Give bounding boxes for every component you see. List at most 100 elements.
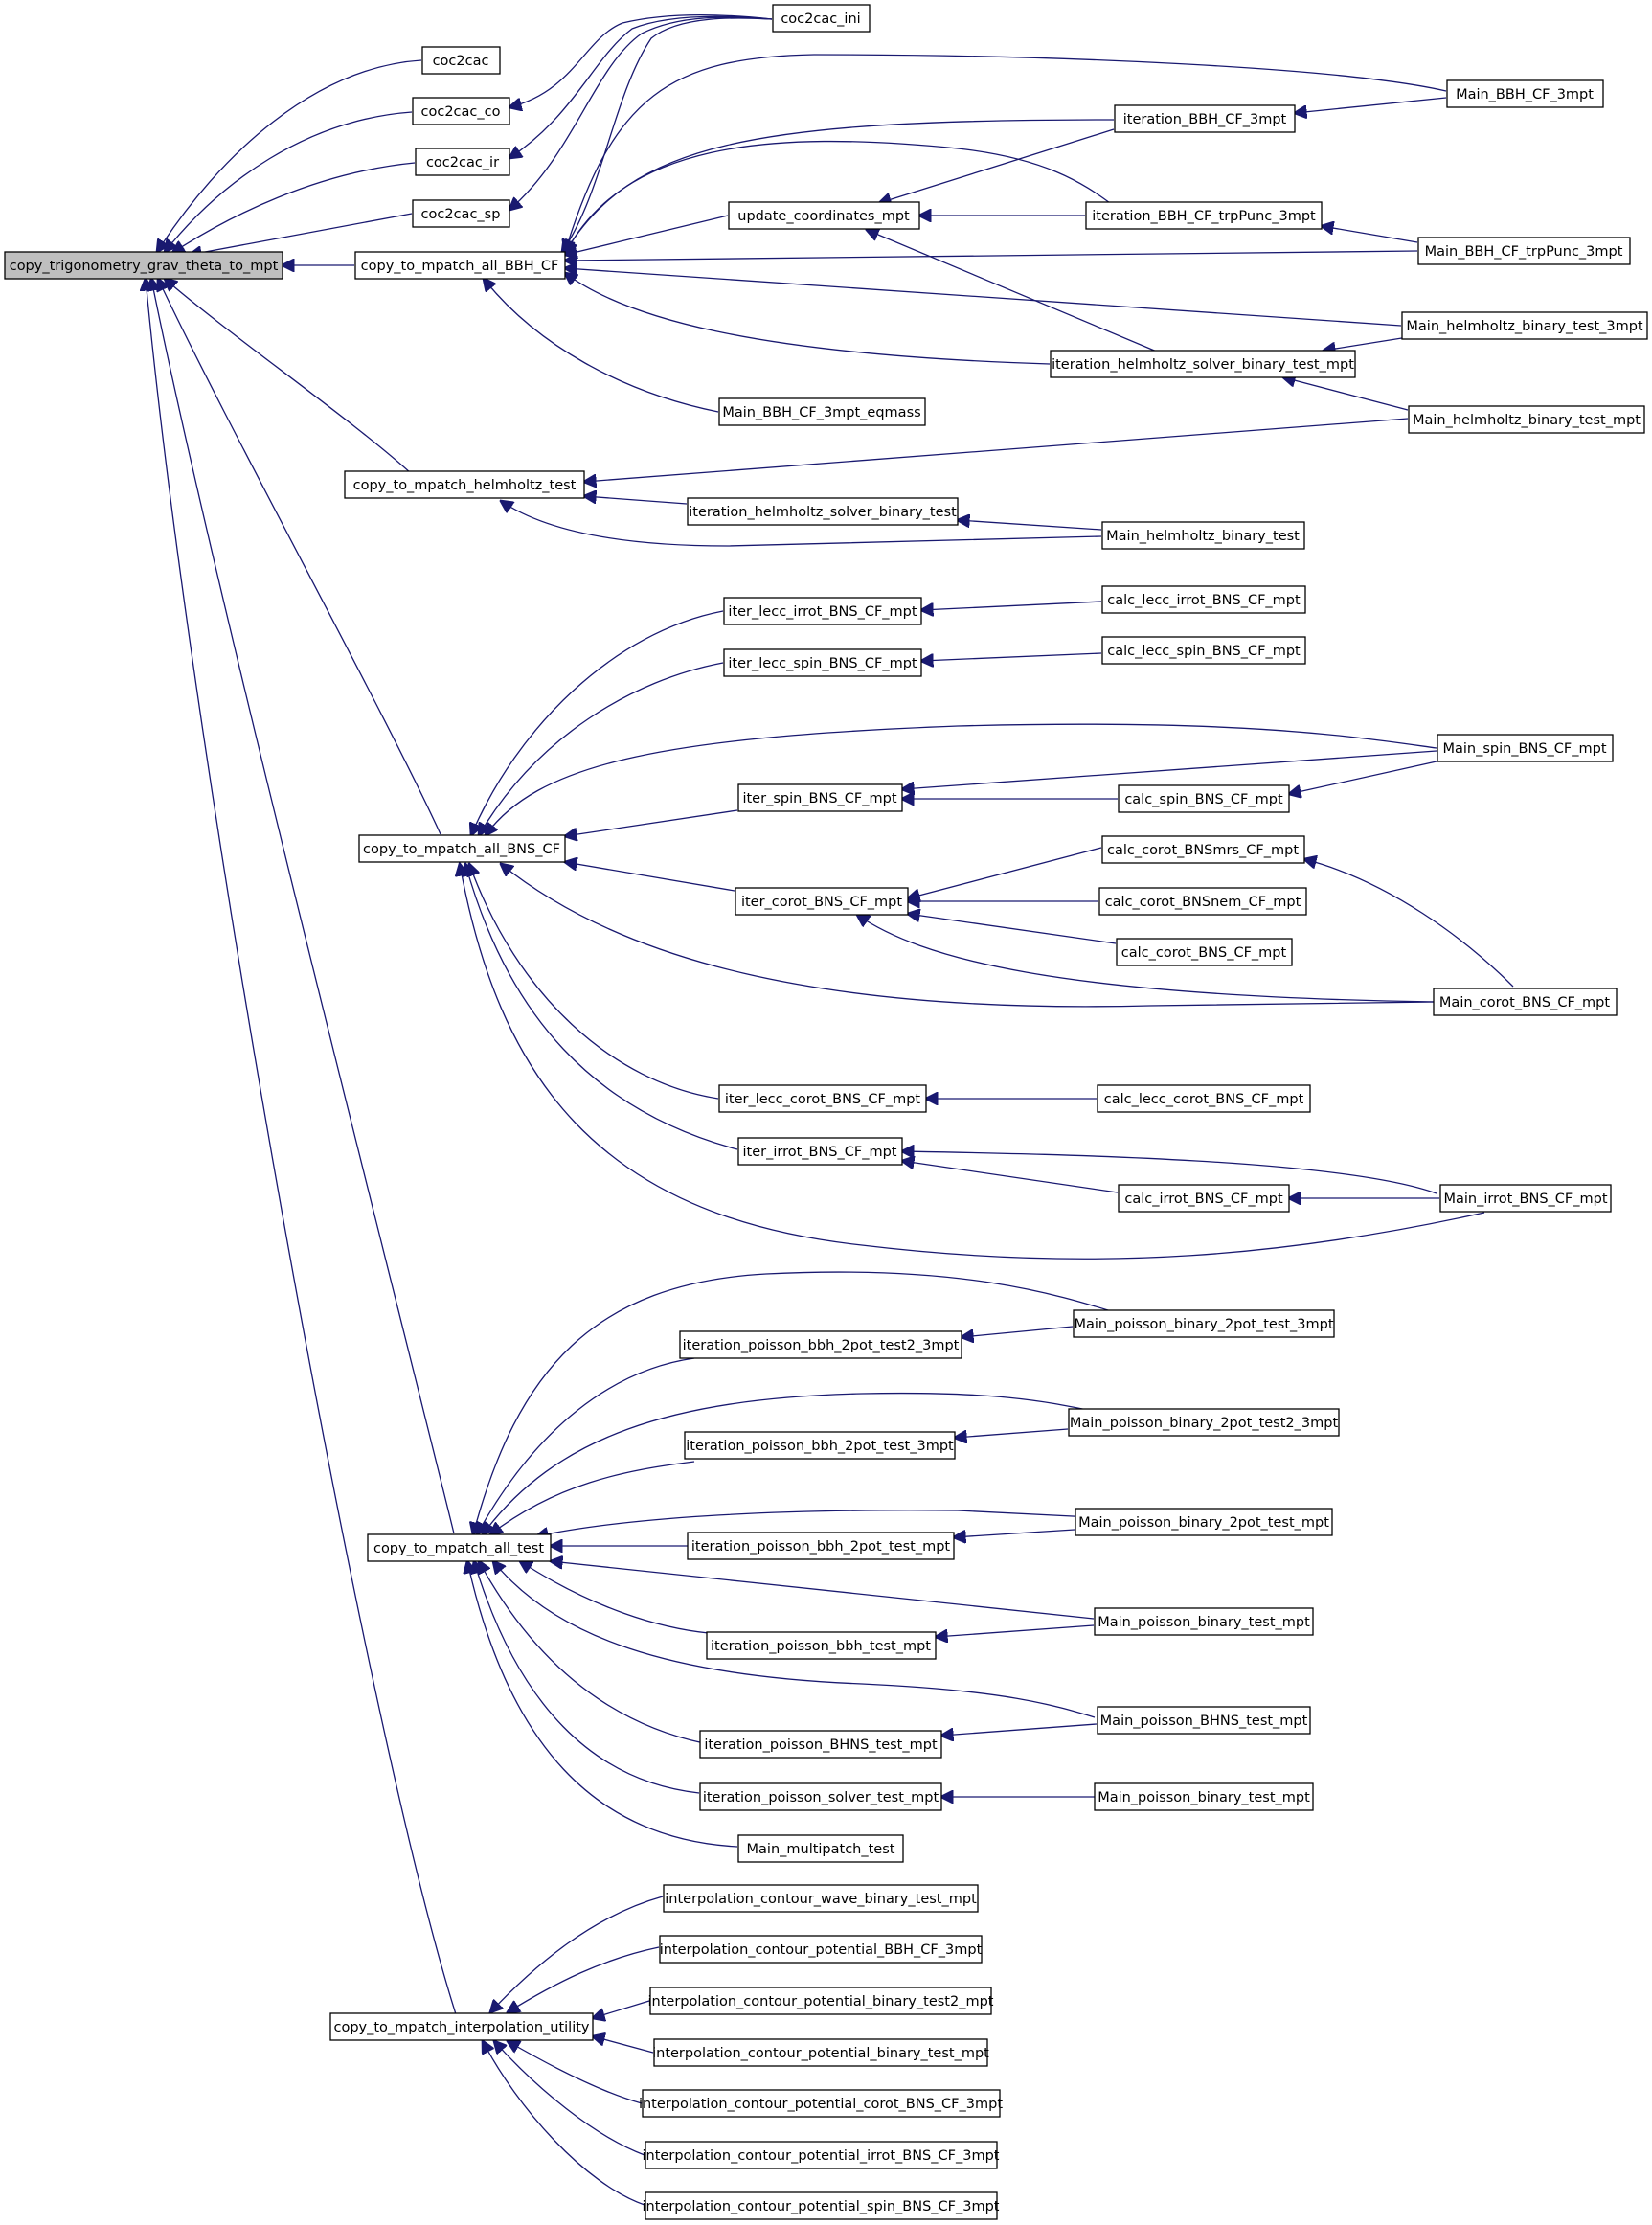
edge-mrs-maincorot bbox=[1304, 859, 1514, 988]
node-label: Main_poisson_binary_2pot_test2_3mpt bbox=[1070, 1416, 1339, 1431]
edge-mp-test bbox=[151, 279, 455, 1534]
node-mp-bin1[interactable]: Main_poisson_binary_test_mpt bbox=[1094, 1607, 1314, 1636]
edge-interp-wave bbox=[490, 1896, 664, 2012]
node-main-spin[interactable]: Main_spin_BNS_CF_mpt bbox=[1437, 734, 1614, 762]
node-main-irrot[interactable]: Main_irrot_BNS_CF_mpt bbox=[1439, 1184, 1612, 1213]
node-main-bbh-trp[interactable]: Main_BBH_CF_trpPunc_3mpt bbox=[1417, 237, 1631, 265]
node-mp-helm[interactable]: copy_to_mpatch_helmholtz_test bbox=[344, 470, 585, 499]
node-calc-lecc-irrot[interactable]: calc_lecc_irrot_BNS_CF_mpt bbox=[1101, 585, 1306, 614]
edge-calcspin-mainspin bbox=[1289, 761, 1437, 794]
node-main-helm3[interactable]: Main_helmholtz_binary_test_3mpt bbox=[1401, 311, 1648, 340]
node-calc-lecc-corot[interactable]: calc_lecc_corot_BNS_CF_mpt bbox=[1097, 1084, 1311, 1113]
node-label: iteration_BBH_CF_trpPunc_3mpt bbox=[1092, 209, 1316, 224]
node-iter-helm-mpt[interactable]: iteration_helmholtz_solver_binary_test_m… bbox=[1050, 350, 1356, 378]
node-coc2cac-co[interactable]: coc2cac_co bbox=[412, 97, 510, 125]
node-iter-bbh3[interactable]: iteration_BBH_CF_3mpt bbox=[1114, 104, 1296, 133]
node-ip-2pot-mpt[interactable]: iteration_poisson_bbh_2pot_test_mpt bbox=[687, 1532, 955, 1560]
node-label: Main_poisson_binary_2pot_test_mpt bbox=[1078, 1515, 1329, 1531]
node-iter-bbh-trp[interactable]: iteration_BBH_CF_trpPunc_3mpt bbox=[1085, 201, 1323, 230]
node-iter-irrot[interactable]: iter_irrot_BNS_CF_mpt bbox=[737, 1137, 903, 1166]
edge-ini-co bbox=[509, 13, 773, 107]
edge-interp-corot bbox=[508, 2041, 643, 2104]
node-ic-corot[interactable]: interpolation_contour_potential_corot_BN… bbox=[639, 2089, 1003, 2118]
node-mp-bbh[interactable]: copy_to_mpatch_all_BBH_CF bbox=[354, 251, 566, 280]
node-ic-bin2[interactable]: interpolation_contour_potential_binary_t… bbox=[648, 1987, 994, 2015]
edge-test-multipatch bbox=[467, 1561, 738, 1848]
node-coc2cac[interactable]: coc2cac bbox=[421, 46, 501, 75]
node-ic-wave[interactable]: interpolation_contour_wave_binary_test_m… bbox=[663, 1884, 979, 1913]
node-ip-solver[interactable]: iteration_poisson_solver_test_mpt bbox=[699, 1782, 942, 1811]
node-label: copy_to_mpatch_helmholtz_test bbox=[353, 478, 577, 493]
node-main-helm-mpt[interactable]: Main_helmholtz_binary_test_mpt bbox=[1408, 405, 1645, 434]
node-mp-interp[interactable]: copy_to_mpatch_interpolation_utility bbox=[329, 2012, 594, 2041]
node-root[interactable]: copy_trigonometry_grav_theta_to_mpt bbox=[4, 251, 283, 280]
node-label: Main_poisson_BHNS_test_mpt bbox=[1100, 1714, 1308, 1729]
edge-itercorot-corot bbox=[908, 914, 1117, 944]
node-label: calc_corot_BNSmrs_CF_mpt bbox=[1107, 843, 1299, 858]
node-mp-bhns[interactable]: Main_poisson_BHNS_test_mpt bbox=[1097, 1706, 1311, 1735]
node-label: Main_multipatch_test bbox=[747, 1842, 895, 1857]
node-label: Main_BBH_CF_trpPunc_3mpt bbox=[1425, 244, 1623, 260]
edge-test-2potmpt bbox=[536, 1510, 1093, 1536]
node-ic-bbh[interactable]: interpolation_contour_potential_BBH_CF_3… bbox=[659, 1935, 983, 1964]
node-label: iteration_poisson_bbh_2pot_test_mpt bbox=[691, 1539, 951, 1555]
node-label: iter_lecc_irrot_BNS_CF_mpt bbox=[728, 604, 917, 620]
node-iter-lecc-spin[interactable]: iter_lecc_spin_BNS_CF_mpt bbox=[723, 648, 922, 677]
node-main-bbh3-eq[interactable]: Main_BBH_CF_3mpt_eqmass bbox=[718, 397, 926, 426]
node-ip-bbh[interactable]: iteration_poisson_bbh_test_mpt bbox=[706, 1631, 937, 1660]
node-ic-irrot[interactable]: interpolation_contour_potential_irrot_BN… bbox=[643, 2141, 1000, 2169]
node-label: copy_to_mpatch_all_test bbox=[373, 1541, 544, 1556]
node-coc2cac-ini[interactable]: coc2cac_ini bbox=[772, 4, 871, 33]
node-calc-spin[interactable]: calc_spin_BNS_CF_mpt bbox=[1118, 784, 1290, 813]
edge-interp-irrot bbox=[494, 2041, 645, 2156]
node-calc-corot-mrs[interactable]: calc_corot_BNSmrs_CF_mpt bbox=[1101, 835, 1305, 864]
node-label: copy_to_mpatch_interpolation_utility bbox=[333, 2020, 589, 2035]
node-iter-helm[interactable]: iteration_helmholtz_solver_binary_test bbox=[687, 497, 959, 526]
node-label: coc2cac_ini bbox=[781, 11, 860, 27]
node-update-coord[interactable]: update_coordinates_mpt bbox=[728, 201, 920, 230]
node-main-corot[interactable]: Main_corot_BNS_CF_mpt bbox=[1433, 988, 1618, 1016]
edge-bns-iterirrot bbox=[465, 864, 738, 1150]
node-ic-spin[interactable]: interpolation_contour_potential_spin_BNS… bbox=[643, 2191, 1000, 2220]
node-ip-2pot2-3[interactable]: iteration_poisson_bbh_2pot_test2_3mpt bbox=[679, 1330, 962, 1359]
node-iter-lecc-irrot[interactable]: iter_lecc_irrot_BNS_CF_mpt bbox=[723, 597, 922, 625]
node-label: interpolation_contour_potential_binary_t… bbox=[648, 1994, 994, 2009]
node-mp-bin2[interactable]: Main_poisson_binary_test_mpt bbox=[1094, 1782, 1314, 1811]
node-label: iteration_poisson_BHNS_test_mpt bbox=[704, 1737, 938, 1753]
node-label: coc2cac_sp bbox=[421, 207, 501, 222]
node-mp-bns[interactable]: copy_to_mpatch_all_BNS_CF bbox=[358, 834, 566, 863]
node-ip-bhns[interactable]: iteration_poisson_BHNS_test_mpt bbox=[699, 1730, 942, 1759]
node-label: Main_helmholtz_binary_test bbox=[1106, 529, 1300, 544]
node-label: coc2cac bbox=[433, 54, 489, 69]
node-mp-2pot2-3[interactable]: Main_poisson_binary_2pot_test2_3mpt bbox=[1068, 1408, 1340, 1437]
edge-bns-lecc-corot bbox=[469, 864, 719, 1100]
edge-interp-spin bbox=[483, 2041, 645, 2206]
edge-test-ipbhns bbox=[479, 1561, 705, 1744]
node-mp-2pot-3[interactable]: Main_poisson_binary_2pot_test_3mpt bbox=[1073, 1309, 1335, 1338]
node-calc-corot-nem[interactable]: calc_corot_BNSnem_CF_mpt bbox=[1098, 887, 1307, 916]
node-main-helm[interactable]: Main_helmholtz_binary_test bbox=[1101, 521, 1305, 550]
node-label: calc_lecc_spin_BNS_CF_mpt bbox=[1107, 644, 1301, 659]
node-iter-spin[interactable]: iter_spin_BNS_CF_mpt bbox=[737, 783, 903, 812]
edge-bbh-update bbox=[565, 215, 729, 255]
node-main-bbh3[interactable]: Main_BBH_CF_3mpt bbox=[1446, 79, 1604, 108]
node-coc2cac-sp[interactable]: coc2cac_sp bbox=[412, 199, 510, 228]
node-label: Main_poisson_binary_test_mpt bbox=[1098, 1790, 1310, 1805]
edge-bns-lecc-irrot bbox=[471, 610, 724, 835]
node-calc-irrot[interactable]: calc_irrot_BNS_CF_mpt bbox=[1118, 1184, 1290, 1213]
node-coc2cac-ir[interactable]: coc2cac_ir bbox=[415, 148, 510, 176]
node-main-multipatch[interactable]: Main_multipatch_test bbox=[737, 1834, 904, 1863]
edge-bbh-iterhelmmpt bbox=[565, 273, 1051, 365]
node-ic-bin[interactable]: interpolation_contour_potential_binary_t… bbox=[652, 2038, 989, 2067]
node-mp-2pot-mpt[interactable]: Main_poisson_binary_2pot_test_mpt bbox=[1075, 1508, 1333, 1536]
node-ip-2pot-3[interactable]: iteration_poisson_bbh_2pot_test_3mpt bbox=[684, 1431, 956, 1460]
node-mp-test[interactable]: copy_to_mpatch_all_test bbox=[367, 1533, 552, 1562]
edge-test-bin1 bbox=[551, 1561, 1095, 1620]
node-iter-corot[interactable]: iter_corot_BNS_CF_mpt bbox=[735, 887, 909, 916]
edge-ip2pot3-2pot23 bbox=[955, 1428, 1069, 1438]
edge-coc2cac bbox=[157, 59, 422, 252]
node-calc-corot[interactable]: calc_corot_BNS_CF_mpt bbox=[1116, 938, 1293, 966]
edge-lecc-irrot-calc bbox=[921, 601, 1102, 610]
node-calc-lecc-spin[interactable]: calc_lecc_spin_BNS_CF_mpt bbox=[1101, 636, 1306, 665]
node-iter-lecc-corot[interactable]: iter_lecc_corot_BNS_CF_mpt bbox=[718, 1084, 927, 1113]
